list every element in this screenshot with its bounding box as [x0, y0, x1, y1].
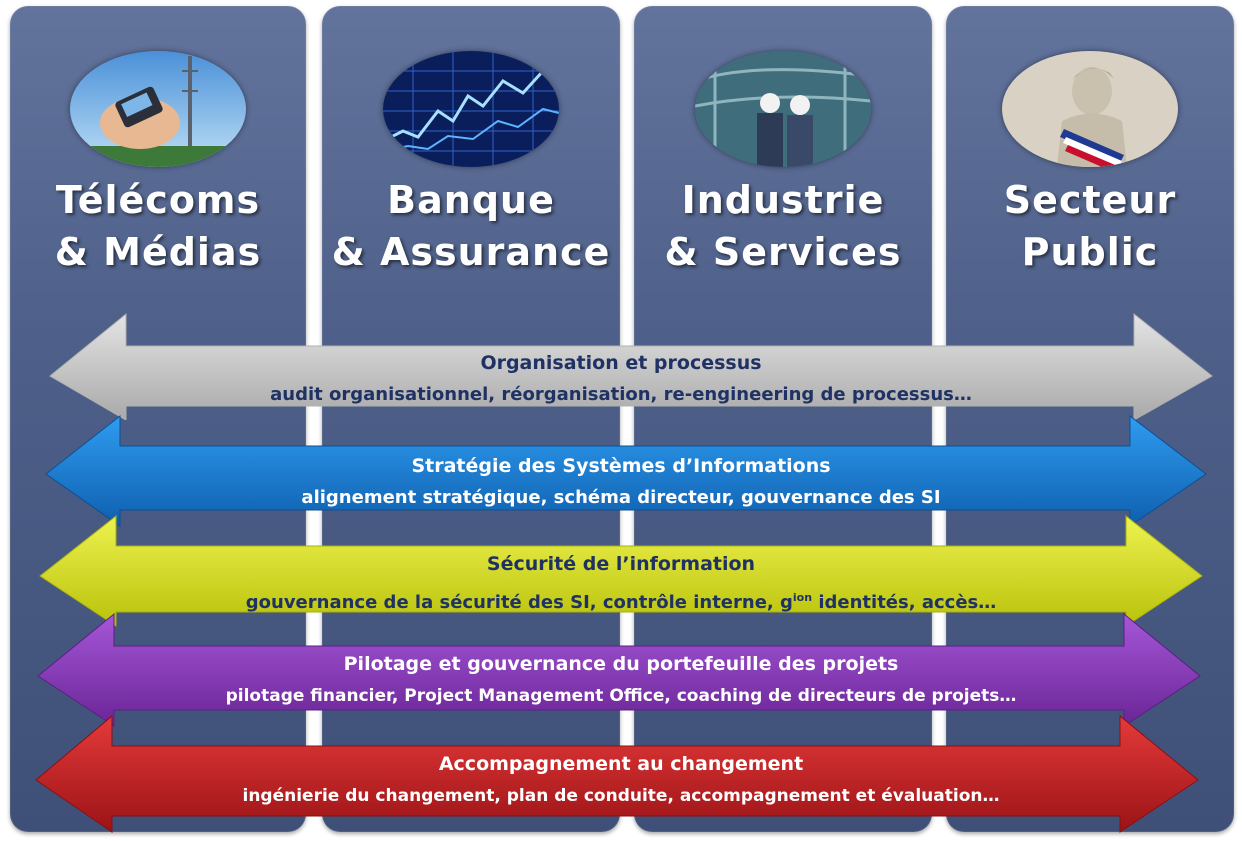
arrow-subtitle: gouvernance de la sécurité des SI, contr… — [245, 591, 997, 613]
arrow-securite: Sécurité de l’information gouvernance de… — [0, 510, 1242, 630]
arrow-subtitle: audit organisationnel, réorganisation, r… — [270, 384, 972, 405]
engineers-photo-icon — [695, 51, 871, 167]
arrow-title: Sécurité de l’information — [486, 553, 756, 575]
arrow-subtitle: ingénierie du changement, plan de condui… — [242, 786, 1000, 806]
arrow-title: Organisation et processus — [480, 352, 762, 374]
phone-antenna-photo-icon — [70, 51, 246, 167]
arrow-organisation: Organisation et processus audit organisa… — [0, 310, 1242, 420]
column-title: Banque & Assurance — [331, 178, 611, 274]
arrow-title: Stratégie des Systèmes d’Informations — [411, 455, 831, 477]
arrow-strategie: Stratégie des Systèmes d’Informations al… — [0, 410, 1242, 530]
arrow-title: Accompagnement au changement — [438, 753, 804, 775]
arrow-pilotage: Pilotage et gouvernance du portefeuille … — [0, 606, 1242, 730]
arrow-subtitle: alignement stratégique, schéma directeur… — [301, 487, 941, 508]
arrow-subtitle: pilotage financier, Project Management O… — [225, 686, 1017, 706]
column-title: Secteur Public — [1003, 178, 1177, 274]
column-title: Industrie & Services — [664, 178, 902, 274]
arrow-title: Pilotage et gouvernance du portefeuille … — [343, 653, 899, 675]
column-title: Télécoms & Médias — [54, 178, 262, 274]
stock-chart-photo-icon — [383, 51, 559, 167]
arrow-accompagnement: Accompagnement au changement ingénierie … — [0, 706, 1242, 834]
marianne-statue-photo-icon — [1002, 51, 1178, 167]
